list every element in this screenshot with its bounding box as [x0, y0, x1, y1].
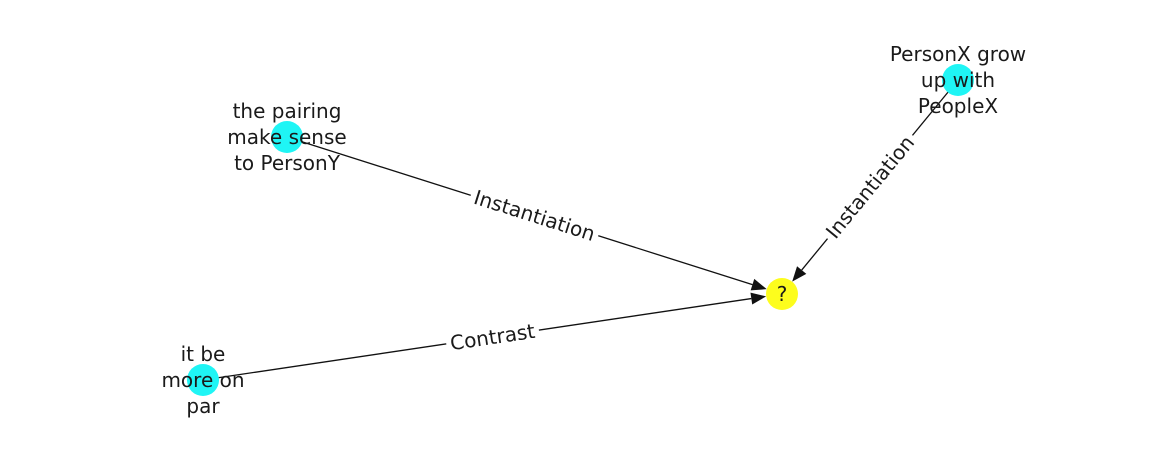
node-label-line: it be: [181, 342, 226, 366]
node-label-line: up with: [921, 68, 995, 92]
node-label-line: PersonX grow: [890, 42, 1026, 66]
arrowhead-icon: [750, 278, 767, 291]
node-label-line: PeopleX: [918, 94, 998, 118]
arrowhead-icon: [750, 292, 767, 305]
context-node-circle: [942, 64, 974, 96]
node-label-line: par: [186, 394, 220, 418]
node-label-line: the pairing: [233, 99, 342, 123]
edge-label-group: Instantiation: [466, 182, 603, 249]
edge-label: Instantiation: [471, 185, 598, 246]
node-label-line: make sense: [227, 125, 346, 149]
node-n4: ?: [766, 278, 798, 310]
context-node-circle: [187, 364, 219, 396]
context-node-circle: [271, 121, 303, 153]
edge-label: Instantiation: [821, 131, 919, 243]
edge-label-group: Instantiation: [817, 127, 923, 247]
edge-label-background: [444, 317, 541, 357]
arrowhead-icon: [792, 266, 807, 282]
node-label-line: to PersonY: [234, 151, 341, 175]
edge-label-background: [817, 127, 923, 247]
target-node-circle: [766, 278, 798, 310]
node-label-line: ?: [777, 282, 788, 306]
edge-label-background: [466, 182, 603, 249]
edge-label-group: Contrast: [444, 317, 541, 357]
node-label-line: more on: [161, 368, 244, 392]
